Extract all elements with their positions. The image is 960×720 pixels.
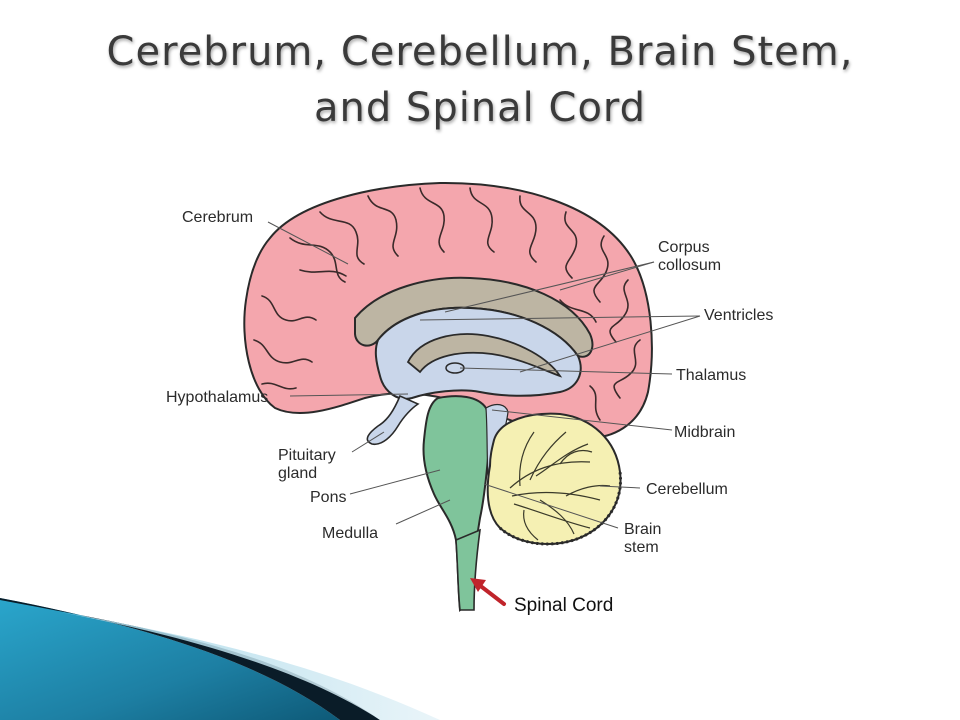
label-cerebellum: Cerebellum bbox=[646, 481, 728, 498]
label-corpus-line-2: collosum bbox=[658, 257, 721, 274]
brainstem-shape bbox=[422, 395, 491, 612]
label-corpus-line-1: Corpus bbox=[658, 239, 710, 256]
cerebellum-folia-edge bbox=[499, 471, 622, 546]
label-cerebrum: Cerebrum bbox=[182, 209, 253, 226]
spinal-cord-arrow bbox=[470, 578, 506, 606]
label-pituitary-line-2: gland bbox=[278, 465, 317, 482]
label-ventricles: Ventricles bbox=[704, 307, 773, 324]
corner-swoosh bbox=[0, 598, 440, 720]
label-thalamus: Thalamus bbox=[676, 367, 746, 384]
title-line-1: Cerebrum, Cerebellum, Brain Stem, bbox=[106, 29, 854, 75]
slide-title: Cerebrum, Cerebellum, Brain Stem, and Sp… bbox=[0, 24, 960, 136]
label-medulla: Medulla bbox=[322, 525, 378, 542]
pituitary-gland-shape bbox=[366, 394, 420, 446]
label-brain-stem-line-2: stem bbox=[624, 539, 659, 556]
leader-lines bbox=[267, 221, 701, 529]
arbor-vitae bbox=[509, 431, 611, 541]
cerebrum-folds bbox=[253, 187, 641, 421]
label-pons: Pons bbox=[310, 489, 346, 506]
spinal-cord-shape bbox=[455, 528, 481, 611]
label-spinal-cord: Spinal Cord bbox=[514, 595, 613, 616]
label-pituitary-line-1: Pituitary bbox=[278, 447, 336, 464]
label-midbrain: Midbrain bbox=[674, 424, 735, 441]
label-brain-stem-line-1: Brain bbox=[624, 521, 661, 538]
title-line-2: and Spinal Cord bbox=[313, 85, 647, 131]
fornix-shape bbox=[406, 333, 563, 378]
cerebellum-shape bbox=[486, 412, 622, 545]
label-hypothalamus: Hypothalamus bbox=[166, 389, 268, 406]
